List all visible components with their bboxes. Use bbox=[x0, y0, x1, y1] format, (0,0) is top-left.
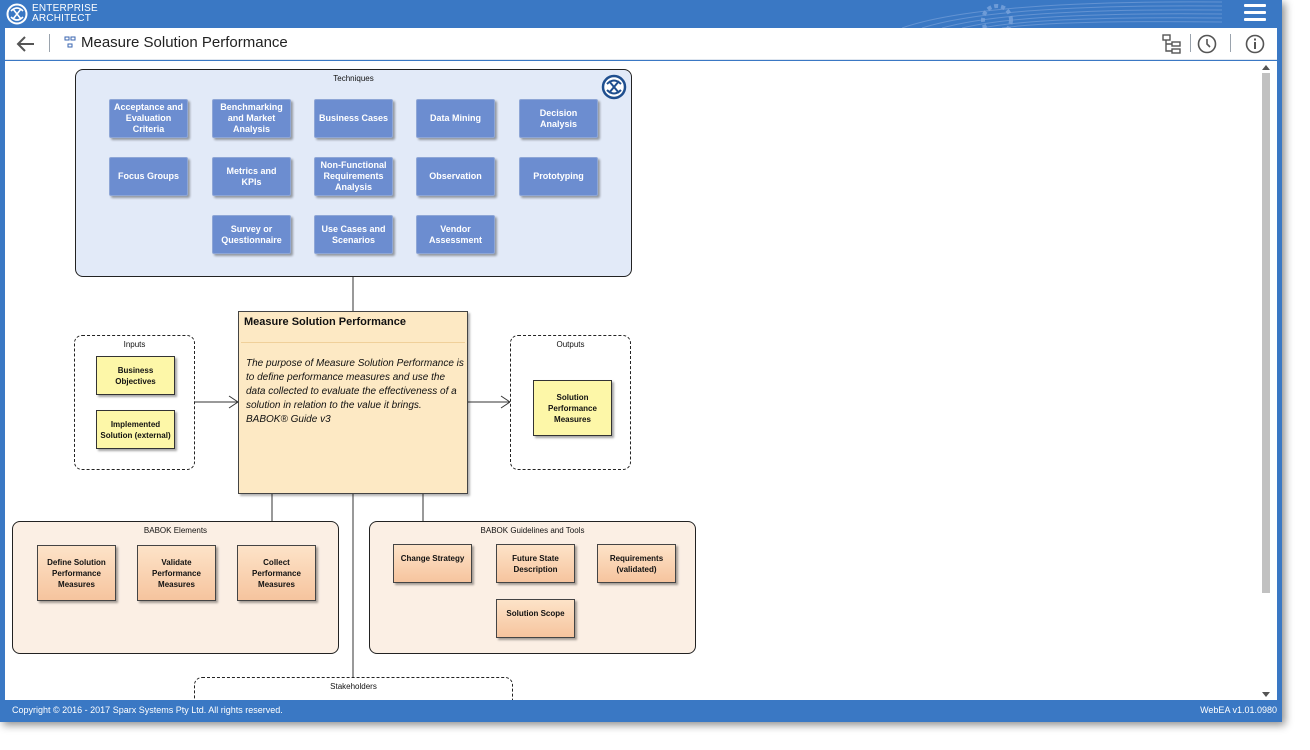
main-activity-title: Measure Solution Performance bbox=[244, 316, 406, 328]
tree-browser-icon[interactable] bbox=[1161, 33, 1183, 55]
input-node[interactable]: Implemented Solution (external) bbox=[96, 410, 175, 449]
toolbar-separator bbox=[1190, 34, 1191, 52]
technique-node[interactable]: Survey or Questionnaire bbox=[212, 215, 291, 254]
output-node[interactable]: Solution Performance Measures bbox=[533, 380, 612, 436]
stakeholders-title: Stakeholders bbox=[330, 682, 377, 691]
main-activity-node[interactable]: Measure Solution Performance The purpose… bbox=[238, 311, 468, 494]
technique-node[interactable]: Use Cases and Scenarios bbox=[314, 215, 393, 254]
babok-element-node[interactable]: Define Solution Performance Measures bbox=[37, 545, 116, 601]
arrow-left-icon[interactable] bbox=[15, 34, 37, 54]
diagram-canvas: Techniques Acceptance and Evaluation Cri… bbox=[5, 61, 1277, 701]
babok-guidelines-title: BABOK Guidelines and Tools bbox=[480, 526, 585, 535]
app-header: ENTERPRISE ARCHITECT bbox=[0, 0, 1282, 28]
technique-node[interactable]: Acceptance and Evaluation Criteria bbox=[109, 99, 188, 138]
babok-element-node[interactable]: Collect Performance Measures bbox=[237, 545, 316, 601]
input-node[interactable]: Business Objectives bbox=[96, 356, 175, 395]
brand-line-2: ARCHITECT bbox=[32, 13, 92, 24]
scroll-down-icon[interactable] bbox=[1262, 692, 1270, 697]
brand-line-1: ENTERPRISE bbox=[32, 3, 98, 14]
guideline-node[interactable]: Future State Description bbox=[496, 544, 575, 583]
guideline-node[interactable]: Requirements (validated) bbox=[597, 544, 676, 583]
stakeholders-boundary: Stakeholders bbox=[194, 677, 513, 701]
technique-node[interactable]: Prototyping bbox=[519, 157, 598, 196]
technique-node[interactable]: Focus Groups bbox=[109, 157, 188, 196]
main-activity-divider bbox=[241, 342, 465, 343]
version-text: WebEA v1.01.0980 bbox=[1200, 705, 1277, 715]
copyright-text: Copyright © 2016 - 2017 Sparx Systems Pt… bbox=[12, 705, 283, 715]
guideline-node[interactable]: Solution Scope bbox=[496, 599, 575, 638]
footer: Copyright © 2016 - 2017 Sparx Systems Pt… bbox=[0, 700, 1282, 722]
info-icon[interactable] bbox=[1244, 33, 1266, 55]
vertical-scrollbar[interactable] bbox=[1261, 65, 1271, 697]
page-title: Measure Solution Performance bbox=[81, 34, 288, 51]
scroll-thumb[interactable] bbox=[1262, 73, 1270, 593]
hamburger-menu-icon[interactable] bbox=[1244, 4, 1266, 24]
technique-node[interactable]: Business Cases bbox=[314, 99, 393, 138]
techniques-title: Techniques bbox=[333, 74, 374, 83]
sparx-logo-icon bbox=[601, 74, 627, 100]
technique-node[interactable]: Data Mining bbox=[416, 99, 495, 138]
main-activity-description: The purpose of Measure Solution Performa… bbox=[246, 358, 464, 425]
guideline-node[interactable]: Change Strategy bbox=[393, 544, 472, 583]
technique-node[interactable]: Vendor Assessment bbox=[416, 215, 495, 254]
technique-node[interactable]: Non-Functional Requirements Analysis bbox=[314, 157, 393, 196]
sparx-logo-icon bbox=[6, 3, 28, 25]
inputs-title: Inputs bbox=[123, 340, 146, 349]
toolbar: Measure Solution Performance bbox=[5, 28, 1277, 60]
app-window: ENTERPRISE ARCHITECT bbox=[0, 0, 1282, 722]
clock-icon[interactable] bbox=[1196, 33, 1218, 55]
toolbar-separator bbox=[49, 34, 50, 52]
babok-elements-title: BABOK Elements bbox=[143, 526, 208, 535]
scroll-up-icon[interactable] bbox=[1262, 65, 1270, 70]
header-decoration bbox=[902, 1, 1222, 28]
technique-node[interactable]: Observation bbox=[416, 157, 495, 196]
technique-node[interactable]: Benchmarking and Market Analysis bbox=[212, 99, 291, 138]
babok-element-node[interactable]: Validate Performance Measures bbox=[137, 545, 216, 601]
technique-node[interactable]: Metrics and KPIs bbox=[212, 157, 291, 196]
brand: ENTERPRISE ARCHITECT bbox=[6, 3, 98, 25]
diagram-icon bbox=[64, 36, 76, 48]
toolbar-separator bbox=[1230, 34, 1231, 52]
technique-node[interactable]: Decision Analysis bbox=[519, 99, 598, 138]
outputs-title: Outputs bbox=[556, 340, 585, 349]
